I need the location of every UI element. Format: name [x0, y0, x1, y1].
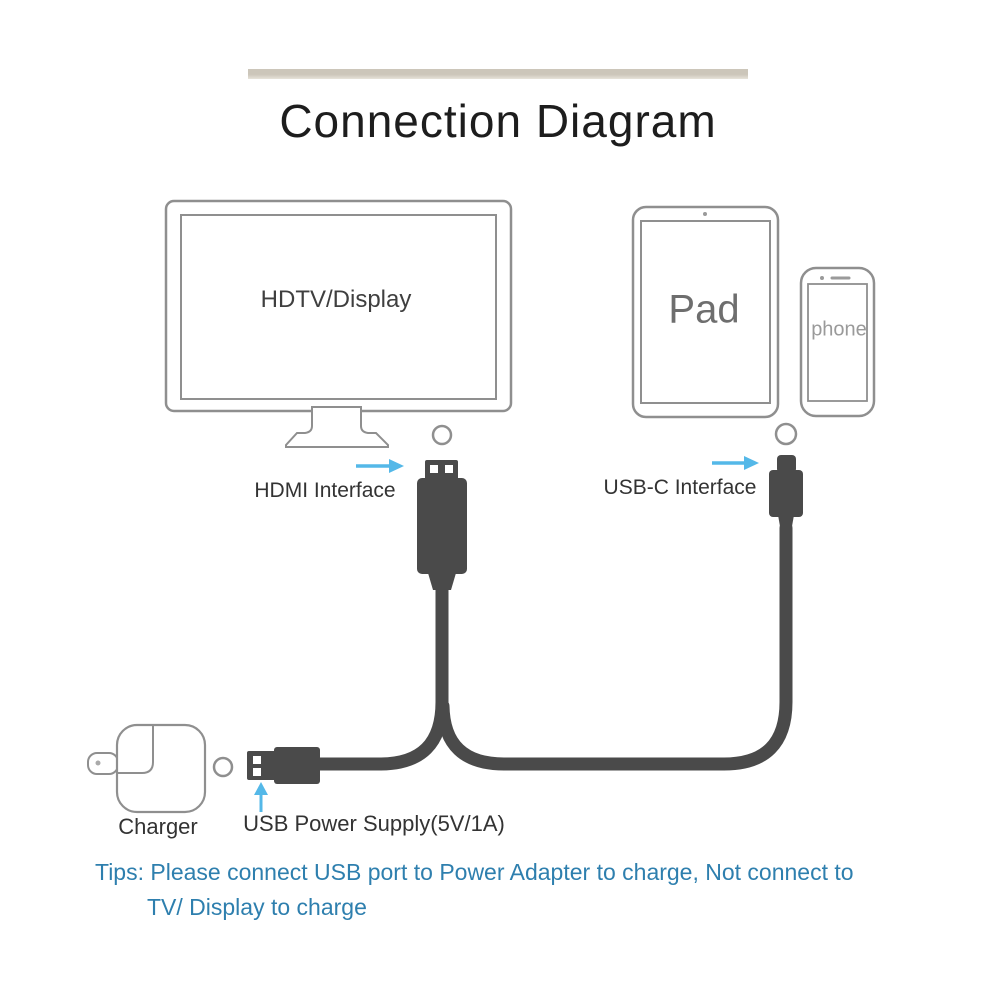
hdmi-connector-icon — [417, 460, 467, 590]
tips-line-2: TV/ Display to charge — [147, 894, 367, 920]
usb-pin-hole — [253, 756, 261, 764]
hdmi-arrow-icon — [356, 459, 404, 473]
pad-port-circle — [774, 422, 798, 446]
usb-pin-hole — [253, 768, 261, 776]
hdmi-pin-hole — [445, 465, 453, 473]
phone-graphic — [799, 266, 876, 418]
usb-c-connector-icon — [769, 455, 803, 532]
pad-label: Pad — [668, 287, 740, 332]
tv-screen — [180, 214, 497, 400]
phone-label: phone — [811, 318, 867, 341]
charger-fold-line — [118, 726, 154, 774]
cable-hdmi-to-usba — [313, 579, 449, 771]
usbc-arrow-icon — [712, 456, 759, 470]
cable-usbc-branch — [436, 521, 793, 771]
charger-graphic — [87, 723, 207, 814]
tv-port-circle — [431, 424, 453, 446]
phone-frame — [799, 266, 876, 418]
charger-body — [115, 723, 207, 814]
hdtv-display-graphic — [164, 199, 513, 448]
phone-screen — [807, 283, 868, 402]
charger-label: Charger — [118, 814, 198, 839]
tips-line-1: Tips: Please connect USB port to Power A… — [95, 859, 854, 885]
pad-graphic — [631, 205, 780, 419]
pad-camera-dot-icon — [703, 212, 707, 216]
decorative-top-bar — [248, 69, 748, 79]
pad-frame — [631, 205, 780, 419]
hdtv-display-label: HDTV/Display — [260, 286, 412, 313]
usb-power-arrow-icon — [254, 782, 268, 812]
tv-stand — [285, 406, 389, 448]
charger-prong-hole — [95, 760, 101, 766]
pad-screen — [640, 220, 771, 404]
usb-a-connector-icon — [247, 747, 320, 784]
usb-c-interface-label: USB-C Interface — [603, 476, 757, 499]
phone-camera-dot-icon — [820, 276, 824, 280]
page-title: Connection Diagram — [279, 95, 717, 147]
charger-prong — [87, 752, 119, 775]
hdmi-interface-label: HDMI Interface — [254, 479, 396, 502]
usb-power-supply-label: USB Power Supply(5V/1A) — [243, 811, 505, 836]
charger-port-circle — [212, 756, 234, 778]
hdmi-pin-hole — [430, 465, 438, 473]
